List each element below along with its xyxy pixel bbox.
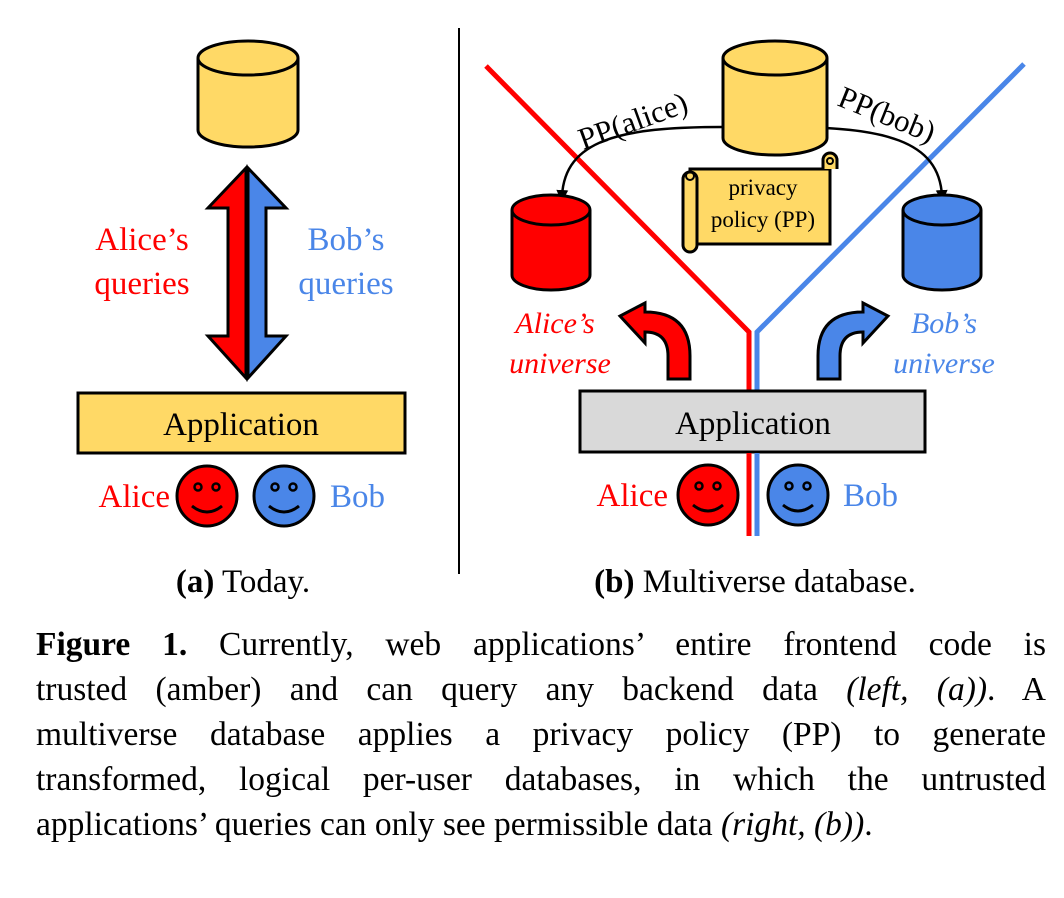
bob-label: Bob bbox=[330, 479, 385, 515]
privacy-policy-label: privacy bbox=[729, 175, 798, 200]
bob-queries-label-2: queries bbox=[298, 266, 393, 302]
caption-line-4: transformed, logical per-user databases,… bbox=[36, 761, 1046, 798]
privacy-policy-scroll-icon bbox=[681, 151, 839, 254]
subcaption-b: (b) Multiverse database. bbox=[594, 564, 916, 600]
shared-database-icon bbox=[196, 39, 300, 149]
alice-label: Alice bbox=[99, 479, 170, 515]
panel-b: PP(alice) PP(bob) privacy policy (PP) bbox=[484, 39, 1026, 600]
caption-label: Figure 1. bbox=[36, 626, 188, 663]
application-label: Application bbox=[675, 406, 831, 442]
query-double-arrow-icon bbox=[204, 164, 290, 382]
caption-line-3: multiverse database applies a privacy po… bbox=[36, 716, 1046, 753]
caption-line-5: applications’ queries can only see permi… bbox=[36, 802, 1046, 847]
alice-smiley-icon bbox=[175, 464, 239, 528]
bob-queries-label: Bob’s bbox=[307, 222, 384, 258]
caption-text: . A bbox=[987, 671, 1046, 708]
pp-alice-arrow bbox=[556, 125, 723, 202]
bob-universe-label: Bob’s bbox=[911, 307, 977, 340]
subcaption-a: (a) Today. bbox=[176, 564, 310, 600]
application-box bbox=[76, 391, 407, 455]
application-label: Application bbox=[163, 407, 319, 443]
bob-universe-arrow-icon bbox=[816, 300, 891, 381]
alice-queries-label-2: queries bbox=[94, 266, 189, 302]
caption-text: applications’ queries can only see permi… bbox=[36, 806, 721, 843]
alice-queries-label: Alice’s bbox=[95, 222, 188, 258]
alice-universe-label-2: universe bbox=[509, 347, 611, 380]
caption-italic: (right, (b)) bbox=[720, 806, 865, 843]
caption-line-2: trusted (amber) and can query any backen… bbox=[36, 667, 1046, 712]
alice-label: Alice bbox=[597, 478, 668, 514]
bob-universe-label-2: universe bbox=[893, 347, 995, 380]
figure-1: Alice’s queries Bob’s queries Applicatio… bbox=[76, 28, 1026, 600]
caption-italic: (left, (a)) bbox=[846, 671, 988, 708]
pp-alice-label: PP(alice) bbox=[573, 85, 692, 157]
alice-database-icon bbox=[510, 193, 592, 292]
alice-universe-label: Alice’s bbox=[513, 307, 594, 340]
pp-bob-label: PP(bob) bbox=[833, 79, 940, 150]
bob-smiley-icon bbox=[766, 463, 830, 527]
central-database-icon bbox=[721, 39, 829, 157]
caption-line-1: Figure 1. Currently, web applications’ e… bbox=[36, 622, 1046, 667]
bob-database-icon bbox=[901, 193, 983, 292]
privacy-policy-label-2: policy (PP) bbox=[711, 207, 815, 232]
alice-smiley-icon bbox=[676, 463, 740, 527]
bob-smiley-icon bbox=[252, 464, 316, 528]
bob-label: Bob bbox=[843, 478, 898, 514]
caption-text: trusted (amber) and can query any backen… bbox=[36, 671, 847, 708]
caption-text: . bbox=[864, 806, 873, 843]
application-box bbox=[578, 389, 927, 454]
caption-text: Currently, web applications’ entire fron… bbox=[187, 626, 1046, 663]
alice-universe-arrow-icon bbox=[617, 300, 692, 381]
panel-a: Alice’s queries Bob’s queries Applicatio… bbox=[76, 39, 407, 600]
figure-caption: Figure 1. Currently, web applications’ e… bbox=[36, 622, 1046, 847]
